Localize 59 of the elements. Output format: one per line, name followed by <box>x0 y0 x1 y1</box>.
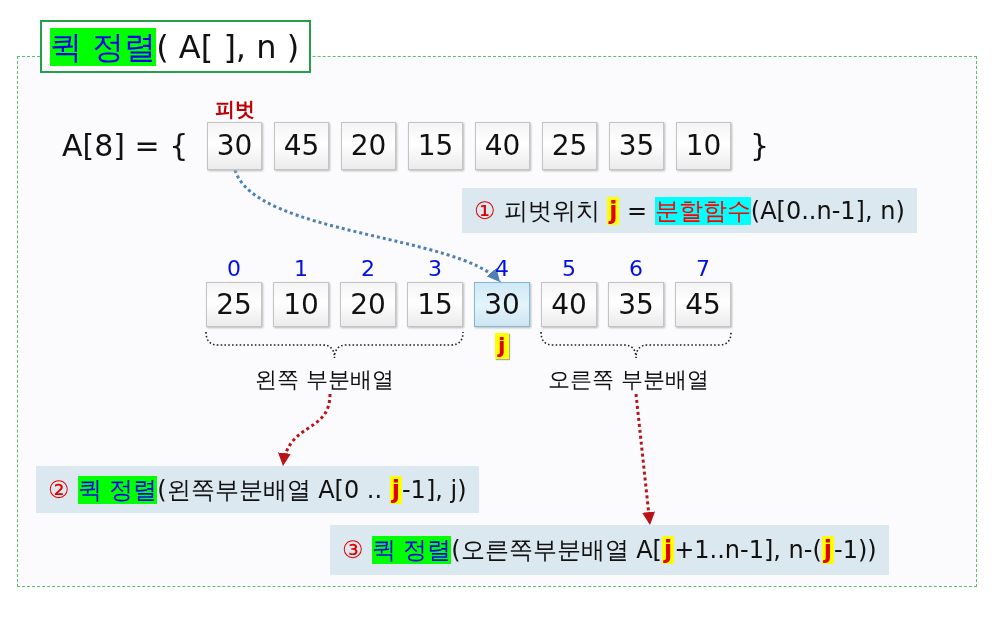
array-cell <box>407 282 463 327</box>
array-cell <box>675 282 731 327</box>
index-label: 2 <box>361 257 375 281</box>
index-label: 4 <box>495 257 509 281</box>
index-label: 1 <box>294 257 308 281</box>
cell-value: 20 <box>350 130 387 162</box>
formula-text: 퀵 정렬(왼쪽부분배열 A[0 .. j-1], j) <box>77 474 467 505</box>
index-label: 5 <box>562 257 576 281</box>
formula-text: 피벗위치 j = 분할함수(A[0..n-1], n) <box>503 195 905 226</box>
array-cell <box>676 122 731 170</box>
index-label: 3 <box>428 257 442 281</box>
subarray-label: 왼쪽 부분배열 <box>255 366 394 394</box>
arrow <box>634 393 656 526</box>
cell-value: 10 <box>685 130 722 162</box>
array-cell <box>609 122 664 170</box>
array-cell <box>475 122 530 170</box>
cell-value: 45 <box>283 130 320 162</box>
closing-brace: } <box>750 128 770 164</box>
index-label: 7 <box>696 257 710 281</box>
diagram-title: 퀵 정렬( A[ ], n ) <box>50 26 300 67</box>
array-cell <box>408 122 463 170</box>
pivot-label: 피벗 <box>214 97 255 121</box>
cell-value: 30 <box>216 130 253 162</box>
array-cell <box>340 282 396 327</box>
cell-value: 15 <box>417 130 454 162</box>
arrow <box>279 393 332 467</box>
step-number: ③ <box>342 535 364 565</box>
variable-label: j <box>495 333 509 359</box>
cell-value: 20 <box>350 288 386 321</box>
array-cell <box>542 122 597 170</box>
cell-value: 40 <box>551 288 587 321</box>
cell-value: 10 <box>283 288 319 321</box>
formula-text: 퀵 정렬(오른쪽부분배열 A[j+1..n-1], n-(j-1)) <box>371 535 877 565</box>
array-cell <box>541 282 597 327</box>
index-label: 0 <box>227 257 241 281</box>
formula-box <box>462 188 917 233</box>
cell-value: 30 <box>484 288 520 321</box>
subarray-label: 오른쪽 부분배열 <box>548 366 709 394</box>
cell-value: 40 <box>484 130 521 162</box>
formula-box <box>36 466 479 513</box>
array-cell <box>273 282 329 327</box>
cell-value: 45 <box>685 288 721 321</box>
array-declaration: A[8] = { <box>62 128 189 164</box>
cell-value: 35 <box>618 130 655 162</box>
array-cell <box>206 282 262 327</box>
array-cell <box>341 122 396 170</box>
array-cell <box>207 122 262 170</box>
cell-value: 35 <box>618 288 654 321</box>
cell-value: 25 <box>216 288 252 321</box>
array-cell <box>608 282 664 327</box>
index-label: 6 <box>629 257 643 281</box>
cell-value: 25 <box>551 130 588 162</box>
formula-box <box>330 525 889 575</box>
step-number: ② <box>48 474 70 505</box>
cell-value: 15 <box>417 288 453 321</box>
array-cell <box>274 122 329 170</box>
array-cell <box>474 282 530 327</box>
step-number: ① <box>474 195 496 226</box>
arrow <box>233 169 501 284</box>
